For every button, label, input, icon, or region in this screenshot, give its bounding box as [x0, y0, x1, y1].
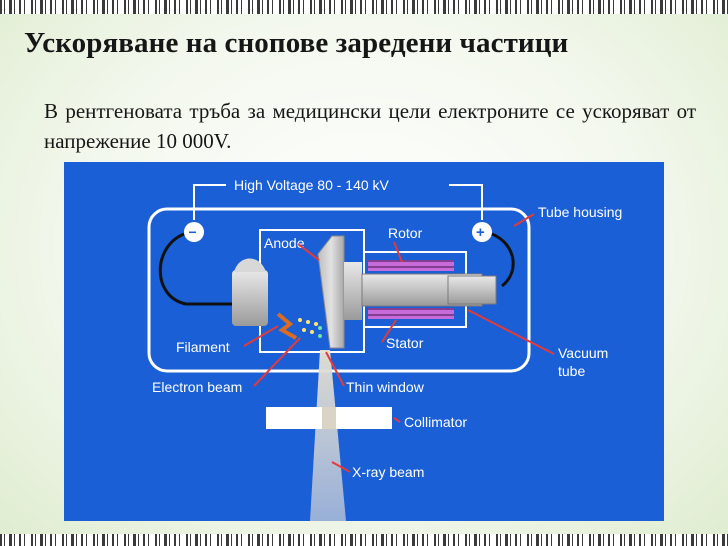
anode-disk [317, 235, 345, 349]
stator-coil-bottom [368, 308, 454, 319]
leader-lines [243, 213, 555, 473]
xray-tube-diagram: High Voltage 80 - 140 kV − + [64, 162, 664, 521]
cathode-cable [158, 232, 236, 306]
label-anode: Anode [264, 235, 305, 251]
plus-sign-icon: + [476, 224, 485, 241]
label-xray-beam: X-ray beam [352, 464, 424, 480]
label-high-voltage: High Voltage 80 - 140 kV [234, 177, 390, 193]
label-stator: Stator [386, 335, 424, 351]
label-filament: Filament [176, 339, 230, 355]
stator-coil-top [368, 260, 454, 271]
rotor-end [447, 275, 497, 305]
label-tube-housing: Tube housing [538, 204, 622, 220]
xray-tube-svg: High Voltage 80 - 140 kV − + [147, 177, 622, 521]
bottom-decor-stripes [0, 534, 728, 546]
cathode-dome [234, 258, 266, 272]
label-vacuum: Vacuum [558, 345, 608, 361]
anode-hub [344, 262, 362, 320]
tube-housing-outline [147, 207, 531, 373]
hv-bracket-right [449, 184, 483, 220]
label-tube: tube [558, 363, 585, 379]
slide-body-text: В рентгеновата тръба за медицински цели … [44, 99, 696, 153]
hv-bracket-left [193, 184, 226, 220]
electron-beam-dots [298, 318, 318, 334]
minus-sign-icon: − [189, 224, 197, 240]
label-collimator: Collimator [404, 414, 467, 430]
cathode-body [232, 270, 268, 326]
top-decor-stripes [0, 0, 728, 14]
xray-beam-cone [310, 350, 346, 521]
label-rotor: Rotor [388, 225, 423, 241]
filament [276, 312, 297, 340]
label-electron-beam: Electron beam [152, 379, 242, 395]
positive-terminal [472, 222, 492, 242]
label-thin-window: Thin window [346, 379, 425, 395]
anode-cable [491, 232, 515, 288]
collimator-aperture [322, 407, 336, 429]
negative-terminal [184, 222, 204, 242]
slide-title: Ускоряване на снопове заредени частици [24, 27, 569, 59]
